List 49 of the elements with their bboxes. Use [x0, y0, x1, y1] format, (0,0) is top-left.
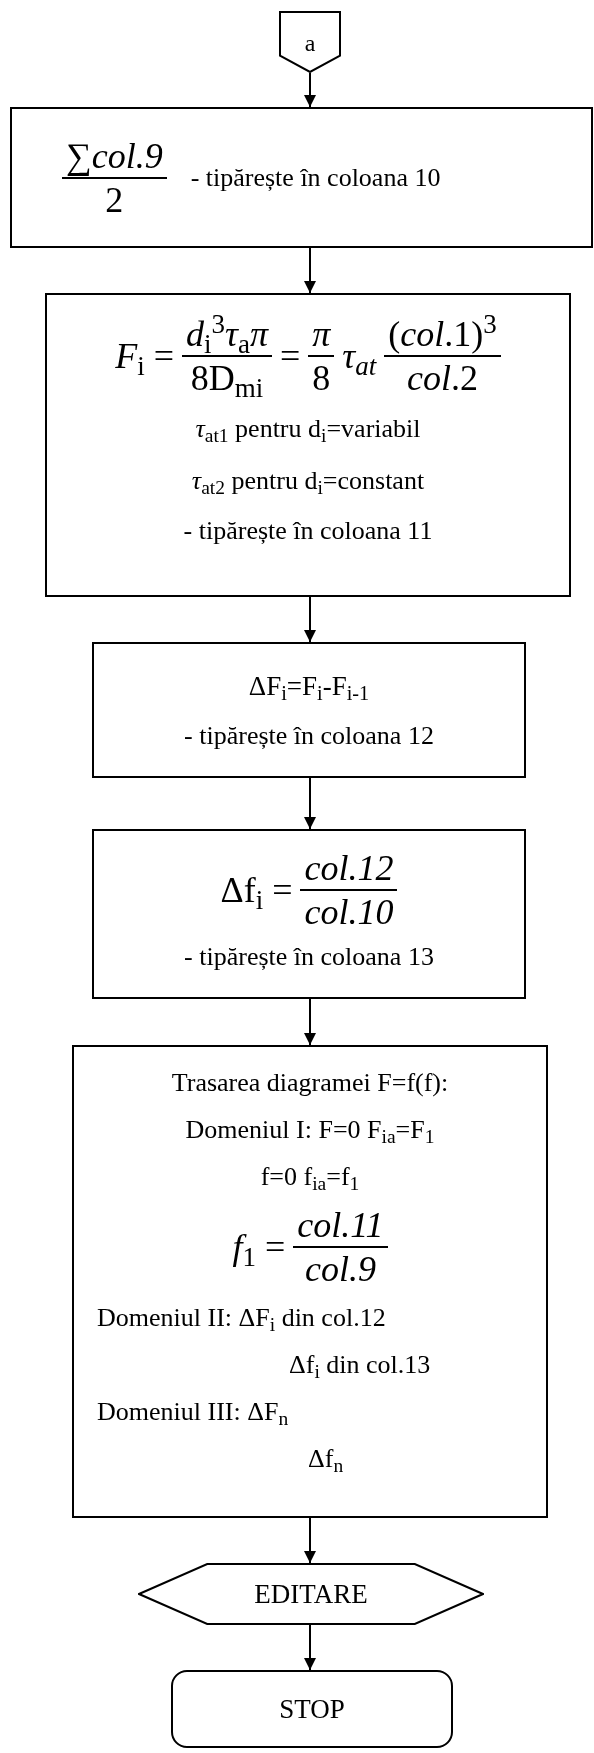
fraction-numerator: ∑col.9: [65, 134, 164, 177]
fraction-numerator: π: [311, 313, 332, 355]
formula-text: f$_{1}$ =: [232, 1226, 286, 1274]
formula-text: Δf$_{i}$ =: [220, 869, 293, 917]
domain-text: f=0 f$_{ia}$=f$_{1}$: [260, 1161, 360, 1196]
arrow: [304, 72, 316, 108]
fraction-numerator: col.11: [296, 1204, 385, 1246]
heading-text: Trasarea diagramei F=f(f):: [171, 1067, 449, 1099]
arrow: [304, 247, 316, 294]
domain-text: Domeniul II: ΔF$_{i}$ din col.12: [97, 1302, 386, 1337]
formula-text: F$_{i}$ =: [115, 335, 175, 383]
fraction-denominator: col.2: [406, 357, 479, 399]
domain-text: Δf$_{i}$ din col.13: [289, 1349, 431, 1384]
fraction-numerator: (col.1)$^{3}$: [387, 313, 498, 355]
arrow: [304, 1624, 316, 1671]
domain-text: Domeniul III: ΔF$_{n}$: [97, 1396, 289, 1431]
formula-text: ΔF$_{i}$=F$_{i}$-F$_{i-1}$: [248, 670, 370, 707]
process-box: [72, 1045, 548, 1518]
domain-text: Δf$_{n}$: [308, 1443, 344, 1478]
process-box: [92, 642, 526, 778]
arrow: [304, 998, 316, 1046]
instruction-text: - tipărește în coloana 10: [190, 162, 441, 194]
fraction-numerator: col.12: [303, 847, 395, 889]
output-label: EDITARE: [254, 1577, 368, 1611]
fraction-denominator: 8D$_{mi}$: [189, 357, 265, 399]
instruction-text: - tipărește în coloana 12: [184, 720, 434, 752]
fraction-numerator: d$_{i}$$^{3}$τ$_{a}$π: [185, 313, 270, 355]
instruction-text: - tipărește în coloana 11: [183, 515, 433, 547]
process-box: [92, 829, 526, 999]
terminal-box: [171, 1670, 453, 1748]
domain-text: Domeniul I: F=0 F$_{ia}$=F$_{1}$: [185, 1114, 435, 1149]
display-hexagon: [138, 1563, 484, 1625]
condition-text: τ$_{at2}$ pentru d$_{i}$=constant: [191, 465, 425, 500]
fraction-denominator: 8: [311, 357, 332, 399]
instruction-text: - tipărește în coloana 13: [184, 941, 434, 973]
fraction-denominator: col.10: [303, 891, 395, 933]
formula-text: τ$_{at}$: [342, 335, 377, 383]
fraction-denominator: 2: [104, 178, 125, 221]
fraction-denominator: col.9: [303, 1248, 377, 1290]
arrow: [304, 1517, 316, 1564]
terminal-label: STOP: [279, 1692, 345, 1726]
process-box: [10, 107, 593, 248]
formula-text: =: [280, 335, 301, 378]
connector-symbol: [279, 11, 341, 73]
connector-label: a: [304, 29, 316, 58]
condition-text: τ$_{at1}$ pentru d$_{i}$=variabil: [195, 413, 421, 448]
arrow: [304, 777, 316, 830]
arrow: [304, 596, 316, 643]
process-box: [45, 293, 571, 597]
